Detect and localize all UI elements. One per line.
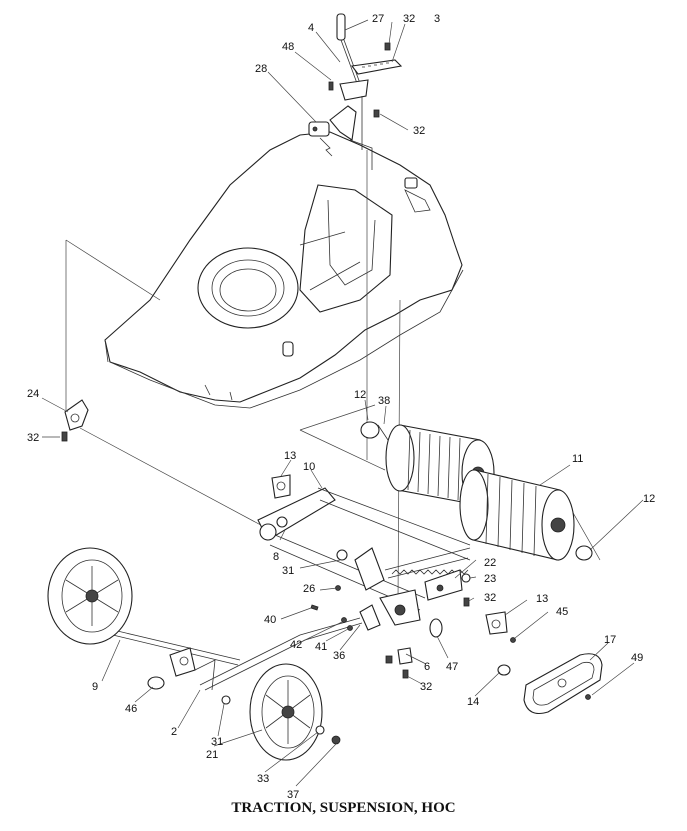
callout-14: 14 bbox=[467, 696, 479, 708]
roller-bearing-left bbox=[360, 421, 380, 439]
axle-clamp bbox=[271, 474, 291, 499]
callout-48: 48 bbox=[282, 41, 294, 53]
callout-2: 2 bbox=[171, 726, 177, 738]
rear-roller-right bbox=[459, 469, 575, 561]
callout-8: 8 bbox=[273, 551, 279, 563]
callout-32: 32 bbox=[420, 681, 432, 693]
callout-31: 31 bbox=[282, 565, 294, 577]
callout-49: 49 bbox=[631, 652, 643, 664]
height-link bbox=[354, 547, 385, 591]
axle-bushing bbox=[147, 676, 165, 690]
callout-26: 26 bbox=[303, 583, 315, 595]
lever-bracket bbox=[329, 105, 357, 141]
callout-28: 28 bbox=[255, 63, 267, 75]
callout-33: 33 bbox=[257, 773, 269, 785]
callout-4: 4 bbox=[308, 22, 314, 34]
roller-bearing-right bbox=[575, 545, 593, 561]
callout-42: 42 bbox=[290, 639, 302, 651]
callout-45: 45 bbox=[556, 606, 568, 618]
fasteners bbox=[310, 573, 471, 631]
callout-23: 23 bbox=[484, 573, 496, 585]
callout-32: 32 bbox=[403, 13, 415, 25]
callout-38: 38 bbox=[378, 395, 390, 407]
callout-22: 22 bbox=[484, 557, 496, 569]
callout-32: 32 bbox=[484, 592, 496, 604]
callout-32: 32 bbox=[27, 432, 39, 444]
callout-10: 10 bbox=[303, 461, 315, 473]
drive-cover bbox=[523, 653, 603, 715]
callout-41: 41 bbox=[315, 641, 327, 653]
callout-24: 24 bbox=[27, 388, 39, 400]
callout-17: 17 bbox=[604, 634, 616, 646]
callout-12: 12 bbox=[643, 493, 655, 505]
notched-plate bbox=[351, 59, 403, 75]
callout-40: 40 bbox=[264, 614, 276, 626]
callout-11: 11 bbox=[572, 453, 583, 465]
callout-3: 3 bbox=[434, 13, 440, 25]
front-wheel-right bbox=[249, 663, 341, 761]
callout-31: 31 bbox=[211, 736, 223, 748]
diagram-caption: TRACTION, SUSPENSION, HOC bbox=[231, 800, 456, 816]
lever-grip bbox=[336, 13, 346, 41]
roller-pin bbox=[377, 424, 389, 441]
callout-6: 6 bbox=[424, 661, 430, 673]
callout-36: 36 bbox=[333, 650, 345, 662]
callout-32: 32 bbox=[413, 125, 425, 137]
mower-deck-housing bbox=[104, 131, 464, 409]
callout-37: 37 bbox=[287, 789, 299, 801]
callout-9: 9 bbox=[92, 681, 98, 693]
callout-13: 13 bbox=[284, 450, 296, 462]
height-adjust-lever-assembly bbox=[308, 13, 403, 170]
callout-27: 27 bbox=[372, 13, 384, 25]
callout-12: 12 bbox=[354, 389, 366, 401]
rear-hinge-bracket bbox=[61, 399, 89, 442]
callout-labels: 27 32 3 4 48 28 32 24 32 12 38 11 13 10 … bbox=[27, 13, 655, 801]
callout-21: 21 bbox=[206, 749, 218, 761]
rear-axle-frame bbox=[257, 474, 591, 700]
bushing bbox=[429, 618, 443, 638]
leader-lines bbox=[41, 19, 644, 787]
callout-47: 47 bbox=[446, 661, 458, 673]
roller-bracket-right bbox=[485, 611, 508, 635]
front-axle bbox=[91, 617, 363, 705]
front-wheel-left bbox=[47, 547, 133, 645]
callout-46: 46 bbox=[125, 703, 137, 715]
callout-13: 13 bbox=[536, 593, 548, 605]
